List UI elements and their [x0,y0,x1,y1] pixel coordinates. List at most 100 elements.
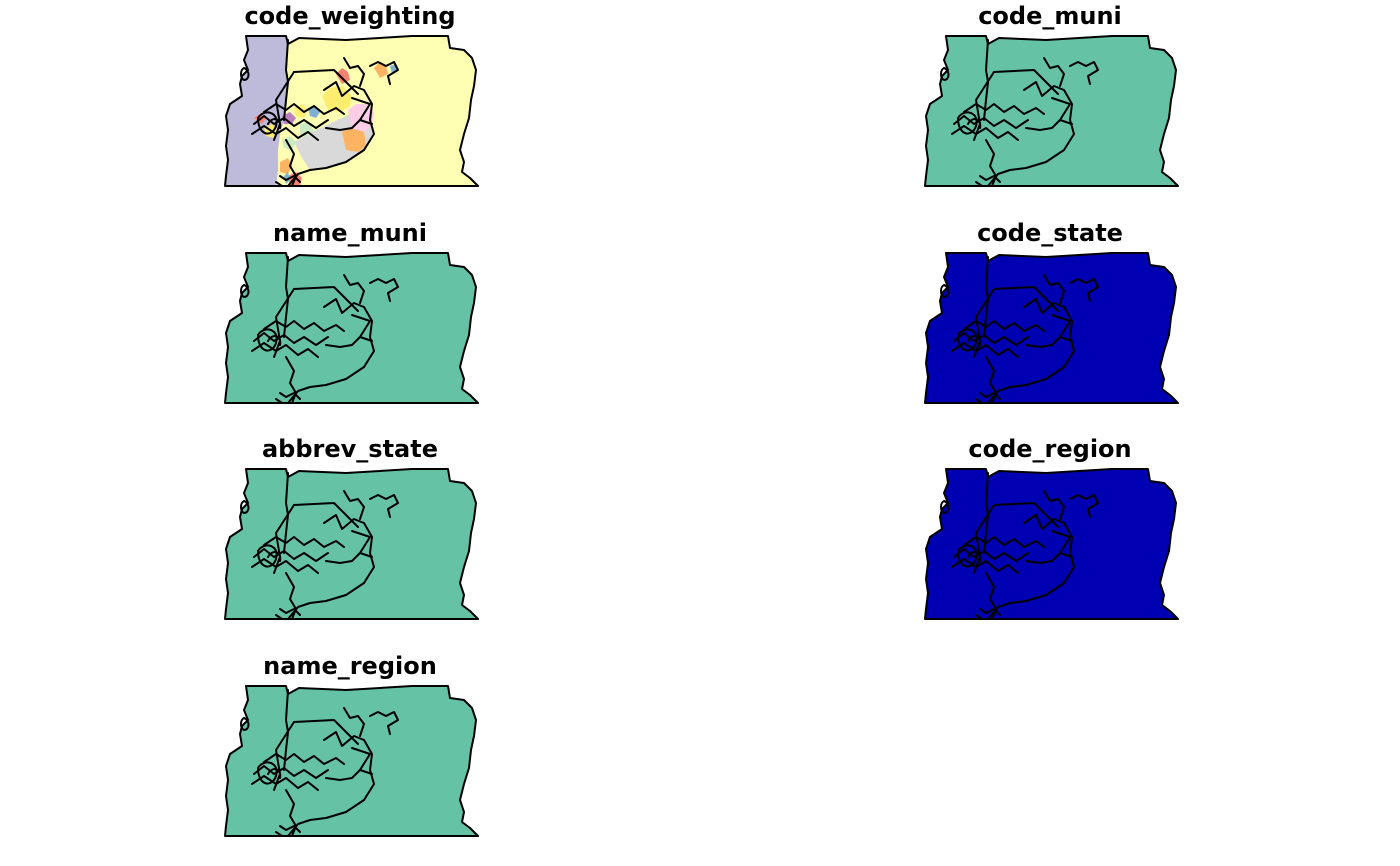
map-panel-abbrev-state: abbrev_state [224,435,479,620]
map-boundary-line [993,286,1059,312]
map-boundary-line [953,115,1029,129]
map-boundary-line [351,97,373,125]
map-boundary-line [957,544,978,568]
map-boundary-line [273,504,295,574]
map-boundary-line [985,572,997,620]
panel-title: name_region [263,652,437,680]
map-boundary-line [351,530,373,558]
map-boundary-line [973,71,995,141]
map-boundary-line [251,125,319,141]
map-boundary-line [987,298,1075,404]
map-area-patch [280,158,292,174]
map-boundary-line [279,825,301,833]
map-boundary-line [953,332,1029,346]
map-boundary-line [967,118,982,129]
map-boundary-line [267,768,282,779]
map-panel-name-muni: name_muni [224,219,479,404]
panel-title: code_muni [978,2,1122,30]
map-boundary-line [979,608,1001,616]
map-outline [924,35,1179,187]
map-boundary-line [1025,552,1061,564]
map-boundary-line [963,320,1045,332]
map-boundary-line [263,753,345,765]
map-boundary-line [279,392,301,400]
map-boundary-line [951,125,1019,141]
map-boundary-line [253,765,329,779]
map-area-patch [225,36,288,186]
map-boundary-line [979,392,1001,400]
panel-title: code_weighting [244,2,455,30]
map-boundary-line [279,175,301,183]
map-boundary-line [253,548,329,562]
map-boundary-line [951,342,1019,358]
map-panel-code-state: code_state [924,219,1179,404]
map-outline [924,252,1179,404]
map-boundary-line [957,328,978,352]
map-boundary-line [973,288,995,358]
map-boundary-line [253,332,329,346]
map-boundary-line [343,490,365,520]
map-boundary-line [1043,274,1065,304]
map-boundary-line [967,551,982,562]
panel-title: abbrev_state [262,435,438,463]
map-boundary-line [1043,490,1065,520]
map-boundary-line [1069,494,1099,518]
map-boundary-line [1051,530,1073,558]
map-outline [224,35,479,187]
map-boundary-line [257,544,278,568]
map-boundary-line [1069,61,1099,85]
map-boundary-line [993,69,1059,95]
map-region-base [225,686,478,836]
map-boundary-line [263,536,345,548]
map-boundary-line [343,707,365,737]
map-boundary-line [1025,336,1061,348]
map-boundary-line [257,328,278,352]
map-region-base [925,36,1178,186]
map-boundary-line [325,336,361,348]
map-boundary-line [369,494,399,518]
map-boundary-line [285,572,297,620]
map-boundary-line [973,504,995,574]
map-boundary-line [285,789,297,837]
map-boundary-line [285,356,297,404]
map-boundary-line [267,118,282,129]
map-boundary-line [267,335,282,346]
map-area-patch [322,86,352,112]
map-boundary-line [967,335,982,346]
map-boundary-line [257,761,278,785]
map-region-base [925,253,1178,403]
map-boundary-line [1051,97,1073,125]
map-boundary-line [273,721,295,791]
panel-title: name_muni [273,219,427,247]
map-outline [224,685,479,837]
map-boundary-line [287,81,375,187]
map-area-patch [336,68,350,84]
map-boundary-line [293,719,359,745]
map-boundary-line [1043,57,1065,87]
map-boundary-line [953,548,1029,562]
map-boundary-line [993,502,1059,528]
map-boundary-line [985,356,997,404]
map-boundary-line [343,274,365,304]
map-boundary-line [263,103,345,115]
map-boundary-line [293,502,359,528]
map-boundary-line [267,551,282,562]
map-boundary-line [287,731,375,837]
map-boundary-line [273,71,295,141]
map-boundary-line [293,69,359,95]
map-region-base [225,253,478,403]
map-boundary-line [963,103,1045,115]
map-boundary-line [325,769,361,781]
panel-title: code_state [977,219,1123,247]
map-boundary-line [957,111,978,135]
map-outline [924,468,1179,620]
map-boundary-line [251,342,319,358]
map-panel-name-region: name_region [224,652,479,837]
map-boundary-line [979,175,1001,183]
map-boundary-line [251,775,319,791]
map-boundary-line [985,139,997,187]
map-area-patch [342,128,366,152]
map-boundary-line [325,119,361,131]
map-boundary-line [251,558,319,574]
map-boundary-line [287,298,375,404]
